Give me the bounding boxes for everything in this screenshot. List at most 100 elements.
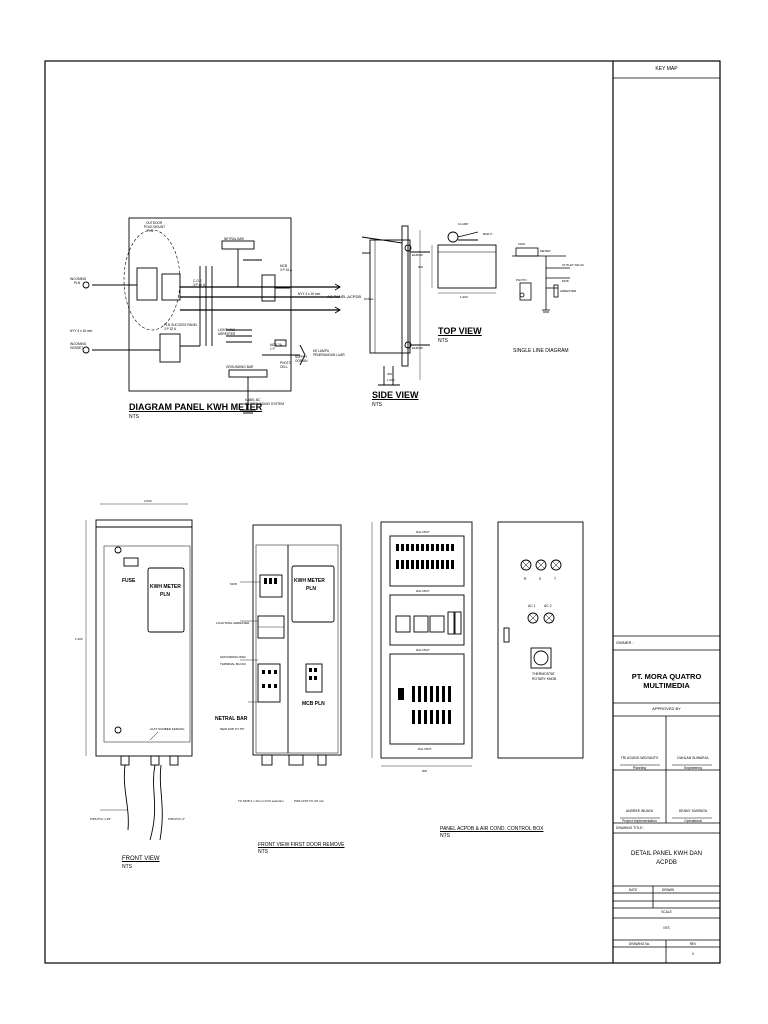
panel-scale: NTS xyxy=(440,833,450,839)
front-view-first-door-remove xyxy=(240,524,342,766)
top-view-text: CLAMP BAR 2" 300 1,000 xyxy=(418,222,493,299)
svg-text:PIPA UNIT TO 3/4 mm: PIPA UNIT TO 3/4 mm xyxy=(294,799,324,803)
diagram-scale: NTS xyxy=(129,414,139,420)
svg-text:MCB 2A: MCB 2A xyxy=(270,343,283,347)
svg-text:TERMINAL BLOCK: TERMINAL BLOCK xyxy=(220,662,246,666)
svg-text:KWH METER: KWH METER xyxy=(150,584,181,590)
svg-text:METER: METER xyxy=(540,249,551,253)
svg-text:PHOTO: PHOTO xyxy=(280,361,292,365)
svg-text:PLN SUCCESS PANEL: PLN SUCCESS PANEL xyxy=(164,323,198,327)
svg-text:AC 2: AC 2 xyxy=(544,604,552,608)
svg-text:INCOMING: INCOMING xyxy=(70,277,87,281)
svg-text:ROTARY KNOB: ROTARY KNOB xyxy=(532,677,557,681)
svg-text:1 P: 1 P xyxy=(270,347,275,351)
side-view xyxy=(361,225,430,386)
diagram-title: DIAGRAM PANEL KWH METER xyxy=(129,402,263,412)
key-map-label: KEY MAP xyxy=(655,66,678,72)
date-label: DATE xyxy=(628,888,638,892)
svg-text:OUTLET AIR AC: OUTLET AIR AC xyxy=(562,263,585,267)
side-view-scale: NTS xyxy=(372,402,382,408)
rev-value: 0 xyxy=(692,952,694,956)
svg-text:1,000: 1,000 xyxy=(460,295,468,299)
svg-text:OOB/AN: OOB/AN xyxy=(295,359,308,363)
front-view-title: FRONT VIEW xyxy=(122,856,160,862)
svg-text:NEW ARD TO TIP: NEW ARD TO TIP xyxy=(220,727,244,731)
svg-text:KWH: KWH xyxy=(518,242,525,246)
top-view xyxy=(431,231,497,294)
svg-text:ELBOW: ELBOW xyxy=(412,346,423,350)
front-view-scale: NTS xyxy=(122,864,132,870)
svg-text:KWH METER: KWH METER xyxy=(294,578,325,584)
svg-text:SUPPLY: SUPPLY xyxy=(295,355,308,359)
drawn-label: DRAWN xyxy=(662,888,674,892)
side-view-text: ELBOW ELBOW 400 1,000 PANEL xyxy=(364,253,423,382)
svg-text:300: 300 xyxy=(418,265,423,269)
svg-text:ARRESTER: ARRESTER xyxy=(560,289,577,293)
acpdb-breakers xyxy=(396,544,454,724)
svg-text:C.O.S: C.O.S xyxy=(193,279,202,283)
signatory-1-role: Planning xyxy=(632,766,647,770)
drawing-no-label: DRAWING No. xyxy=(628,942,651,946)
air-cond-control-box xyxy=(497,521,584,759)
svg-text:DALI BOT: DALI BOT xyxy=(416,530,430,534)
svg-text:LIGHTNING: LIGHTNING xyxy=(218,328,236,332)
front-view-labels: FUSE KWH METER PLN xyxy=(122,578,181,598)
front-first-scale: NTS xyxy=(258,849,268,855)
svg-text:BAR 2": BAR 2" xyxy=(483,232,493,236)
svg-text:PIPA PVC 1,25": PIPA PVC 1,25" xyxy=(90,817,111,821)
svg-text:GENSET: GENSET xyxy=(70,346,83,350)
front-view-text: 2,000 1,200 ALAT SUMBER KERANG PIPA PVC … xyxy=(75,499,185,821)
svg-text:PANEL: PANEL xyxy=(364,297,374,301)
svg-text:MCB: MCB xyxy=(230,582,237,586)
sld-title: SINGLE LINE DIAGRAM xyxy=(513,348,569,354)
svg-text:PLN: PLN xyxy=(147,229,154,233)
sheet-border xyxy=(44,60,721,964)
svg-text:NETRAL BAR: NETRAL BAR xyxy=(215,716,248,722)
svg-text:MCB: MCB xyxy=(562,279,569,283)
control-box-labels: R S T AC 1 AC 2 THERMOSTAT ROTARY KNOB xyxy=(524,577,557,681)
svg-text:R: R xyxy=(524,577,527,581)
owner-name: PT. MORA QUATRO MULTIMEDIA xyxy=(631,672,702,690)
svg-text:AC 1: AC 1 xyxy=(528,604,536,608)
acpdb-text: DALI BOT DALI BOT DALI BOT DALI BOT 600 xyxy=(416,530,432,773)
svg-text:3 P 32 A: 3 P 32 A xyxy=(164,327,177,331)
svg-text:PLN: PLN xyxy=(160,592,170,598)
svg-text:KABEL BC: KABEL BC xyxy=(245,398,261,402)
front-first-title: FRONT VIEW FIRST DOOR REMOVE xyxy=(258,842,345,848)
drawing-title-label: DRAWING TITLE : xyxy=(616,826,645,830)
svg-text:T: T xyxy=(554,577,556,581)
signatory-3-role: Project Implementation xyxy=(622,819,657,823)
mcb-pln-grid xyxy=(262,578,317,688)
svg-text:ALAT SUMBER KERANG: ALAT SUMBER KERANG xyxy=(150,727,185,731)
svg-text:400: 400 xyxy=(387,372,392,376)
signatory-4-name: DENNY SUBRATA xyxy=(678,809,708,813)
diagram-small-text: OUTDOOR POLE MOUNT PLN INCOMING PLN INCO… xyxy=(70,221,345,406)
sld-text: KWH METER OUTLET AIR AC MCB ARRESTER PHO… xyxy=(516,242,585,293)
svg-text:INCOMING: INCOMING xyxy=(70,342,87,346)
svg-text:PLN: PLN xyxy=(306,586,316,592)
signatory-1-name: TRI AGUNG WIDYANTO xyxy=(620,756,659,760)
svg-text:PLN: PLN xyxy=(74,281,81,285)
svg-text:THERMOSTAT: THERMOSTAT xyxy=(532,672,555,676)
diagram-panel-kwh-meter xyxy=(82,217,341,414)
svg-text:CLAMP: CLAMP xyxy=(458,222,468,226)
svg-text:GROUNDING BAR: GROUNDING BAR xyxy=(220,655,247,659)
svg-text:POLE MOUNT: POLE MOUNT xyxy=(144,225,165,229)
svg-text:2,000: 2,000 xyxy=(144,499,152,503)
svg-text:PIPA PVC 2": PIPA PVC 2" xyxy=(168,817,185,821)
svg-text:GROUNDING BAR: GROUNDING BAR xyxy=(226,365,254,369)
svg-text:MCB: MCB xyxy=(280,264,287,268)
svg-text:LIGHTNING ARRESTER: LIGHTNING ARRESTER xyxy=(216,621,250,625)
top-view-scale: NTS xyxy=(438,338,448,344)
svg-text:1,000: 1,000 xyxy=(387,378,395,382)
svg-text:PHOTO: PHOTO xyxy=(516,278,527,282)
signatory-4-role: Operational xyxy=(684,819,702,823)
signatory-3-name: ANDREE WIJAYA xyxy=(625,809,654,813)
owner-label: OWNER : xyxy=(616,640,634,645)
signatory-2-name: DAHLAN SUWARJA xyxy=(677,756,709,760)
scale-value: NTS xyxy=(663,926,670,930)
drawing-title-line2: ACPDB xyxy=(656,860,677,866)
svg-text:TO MCB 4 x 16 mm NYA selection: TO MCB 4 x 16 mm NYA selection xyxy=(238,799,284,803)
svg-text:NYY 4 x 16 mm: NYY 4 x 16 mm xyxy=(70,329,93,333)
